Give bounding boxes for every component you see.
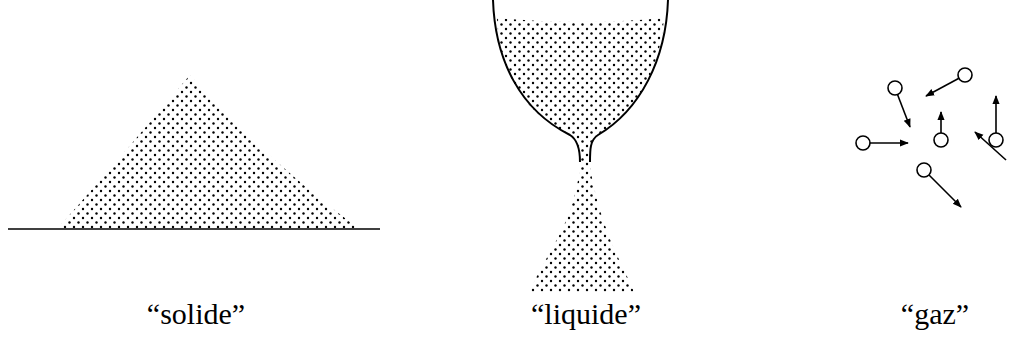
sand-top	[497, 18, 664, 162]
state-label: “liquide”	[531, 296, 641, 332]
state-label: “gaz”	[901, 296, 969, 332]
sand-stream	[530, 162, 634, 292]
sand-pile	[58, 75, 358, 228]
ground-line	[8, 228, 380, 230]
state-label: “solide”	[147, 296, 245, 332]
gas-particles	[856, 68, 1006, 207]
